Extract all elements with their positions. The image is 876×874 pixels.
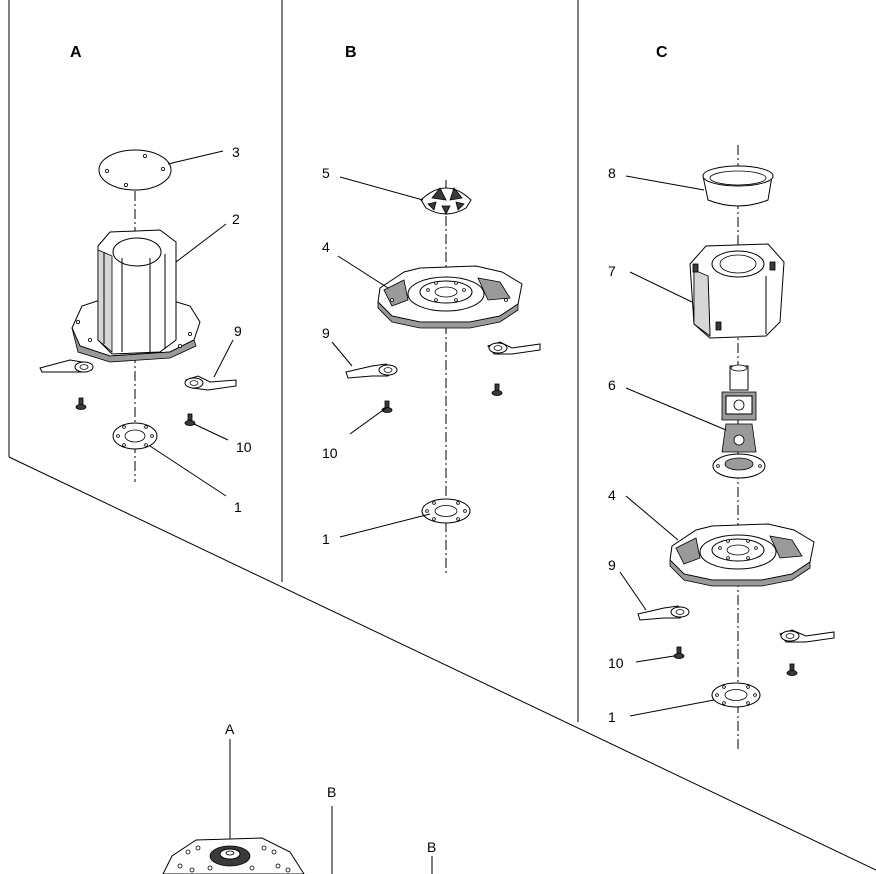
part-ring-plate [421,498,471,524]
panel-a: 3 2 9 10 1 [39,144,252,515]
part-dome-cap [420,187,472,215]
part-bolt [673,646,685,659]
callout-1: 1 [608,709,616,725]
callout-2: 2 [232,211,240,227]
callout-4: 4 [322,239,330,255]
callout-3: 3 [232,144,240,160]
overview-label-b: B [327,784,336,800]
part-base-plate [669,523,815,587]
part-base-plate [377,265,523,329]
panel-label-b: B [345,44,357,61]
part-blade-left [345,363,398,379]
callout-8: 8 [608,165,616,181]
part-bolt [491,383,503,396]
callout-9: 9 [234,323,242,339]
part-universal-joint [712,364,766,479]
panel-c: 8 7 6 4 9 10 1 [608,145,835,752]
callout-10: 10 [322,445,338,461]
part-blade-left [637,605,690,621]
callout-10: 10 [608,655,624,671]
part-housing [71,229,201,363]
overview-machine-top [162,837,305,874]
overview-view: A B B [162,721,436,874]
part-bolt [786,663,798,676]
overview-label-a: A [225,721,235,737]
part-octagonal-housing [689,243,785,339]
callout-1: 1 [322,531,330,547]
callout-7: 7 [608,263,616,279]
callout-6: 6 [608,377,616,393]
callout-5: 5 [322,165,330,181]
panel-label-c: C [656,44,668,61]
part-bolt [381,400,393,413]
callout-4: 4 [608,487,616,503]
overview-label-b-2: B [427,839,436,855]
callout-9: 9 [322,325,330,341]
part-ring-plate [112,422,158,450]
callout-1: 1 [234,499,242,515]
panel-label-a: A [70,44,82,61]
callout-9: 9 [608,557,616,573]
part-blade-left [39,359,94,373]
part-ring-plate [711,682,761,708]
panel-b: 5 4 9 10 1 [322,165,541,575]
panel-frame [8,0,876,871]
part-blade-right [779,629,835,643]
part-bolt [75,397,87,410]
part-cup [702,165,774,207]
part-cover-disc [98,149,172,191]
part-bolt [184,413,196,426]
callout-10: 10 [236,439,252,455]
part-blade-right [487,341,541,355]
part-blade-right [184,375,237,391]
